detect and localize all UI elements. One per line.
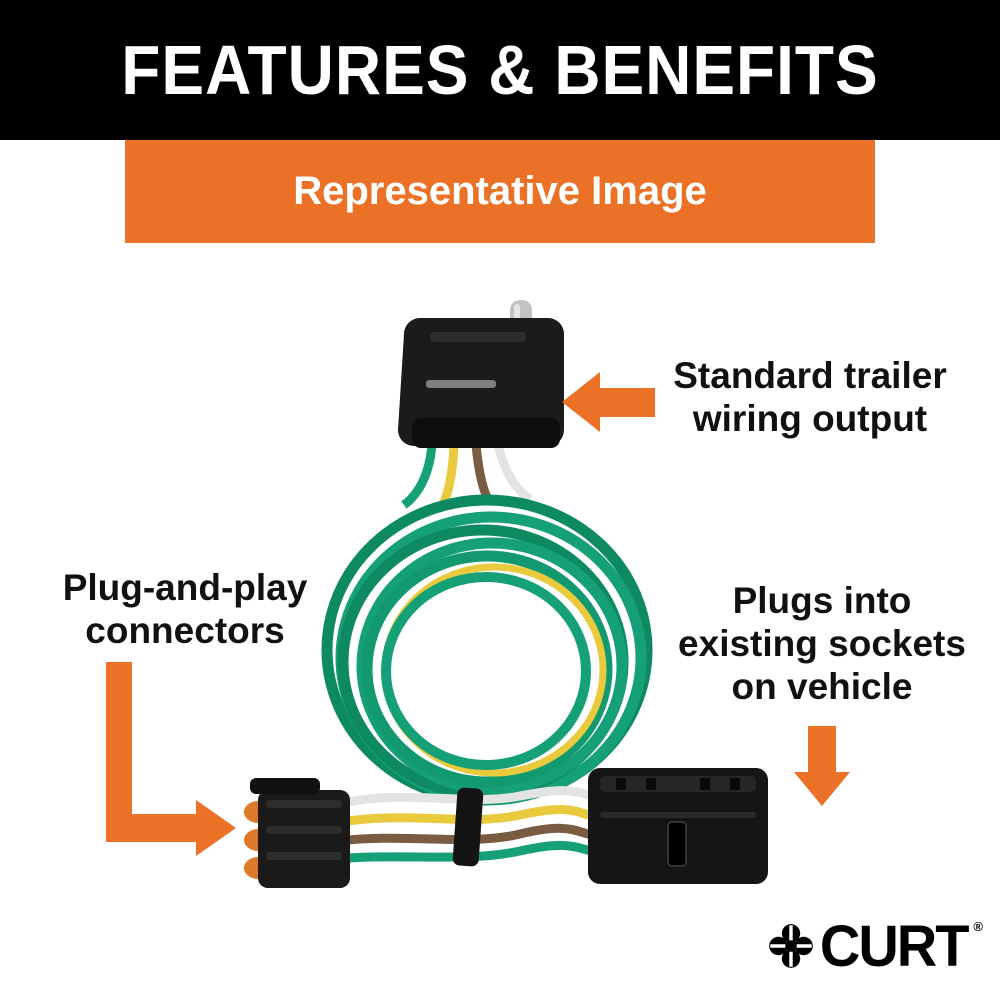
- arrow-down-icon: [794, 726, 850, 806]
- representative-image-banner: Representative Image: [125, 140, 875, 243]
- registered-mark: ®: [973, 919, 983, 934]
- callout-line: wiring output: [692, 397, 928, 439]
- wire-coil: [321, 494, 653, 806]
- arrow-elbow-right-icon: [106, 662, 236, 856]
- page-title: FEATURES & BENEFITS: [121, 31, 879, 109]
- callout-arrows: [106, 372, 850, 856]
- brand-logo-text: CURT: [819, 912, 970, 979]
- banner-label: Representative Image: [293, 169, 707, 213]
- callout-line: Plugs into: [732, 580, 912, 621]
- bottom-harness-wires: [347, 786, 598, 867]
- callout-line: connectors: [85, 609, 285, 651]
- callout-plug-and-play: Plug-and-play connectors: [35, 567, 335, 653]
- trailer-output-connector: [398, 300, 564, 448]
- callout-standard-trailer-output: Standard trailer wiring output: [650, 355, 970, 441]
- vehicle-plug-connector-left: [244, 778, 350, 888]
- callout-line: Standard trailer: [673, 355, 947, 396]
- vehicle-socket-connector-right: [588, 768, 768, 884]
- arrow-left-icon: [562, 372, 655, 432]
- curt-flower-icon: [769, 924, 813, 968]
- brand-logo: CURT ®: [758, 915, 983, 977]
- callout-line: existing sockets: [678, 622, 966, 664]
- callout-line: Plug-and-play: [62, 567, 308, 608]
- header-bar: FEATURES & BENEFITS: [0, 0, 1000, 140]
- callout-plugs-into-sockets: Plugs into existing sockets on vehicle: [672, 580, 972, 709]
- callout-line: on vehicle: [731, 665, 913, 707]
